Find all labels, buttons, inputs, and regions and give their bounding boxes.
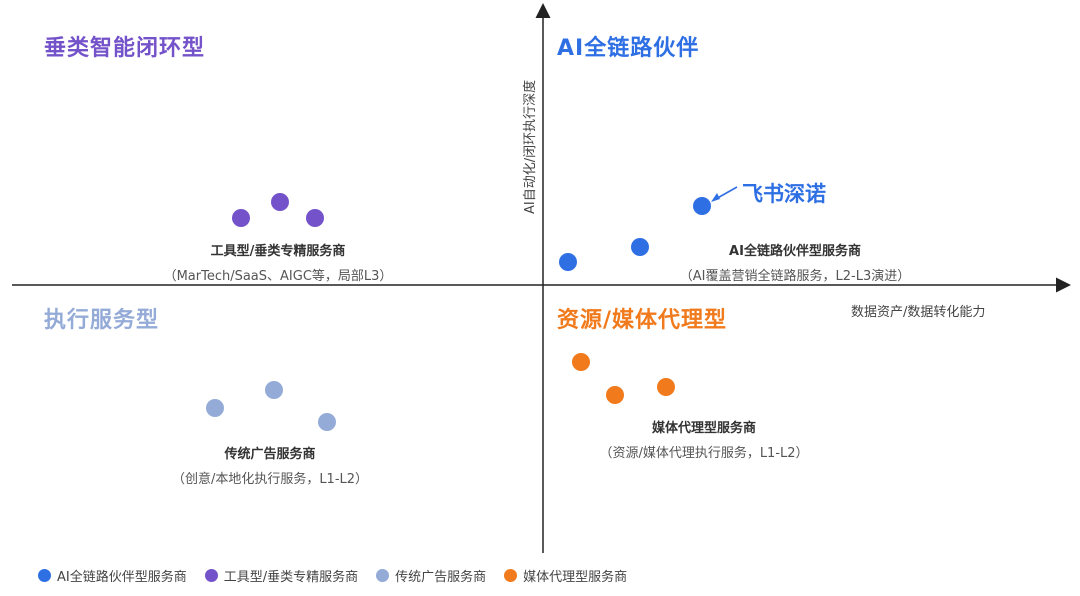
marker-tool-1 xyxy=(232,209,250,227)
marker-trad-3 xyxy=(318,413,336,431)
y-axis-label: AI自动化/闭环执行深度 xyxy=(523,79,538,214)
legend: AI全链路伙伴型服务商 工具型/垂类专精服务商 传统广告服务商 媒体代理型服务商 xyxy=(38,566,645,585)
marker-ai-1 xyxy=(559,253,577,271)
legend-swatch-media xyxy=(504,569,518,582)
marker-tool-2 xyxy=(271,193,289,211)
group-label-ai: AI全链路伙伴型服务商 （AI覆盖营销全链路服务，L2-L3演进） xyxy=(660,240,930,284)
group-name-trad: 传统广告服务商 xyxy=(224,447,316,462)
legend-label-tool: 工具型/垂类专精服务商 xyxy=(223,570,359,585)
group-name-media: 媒体代理型服务商 xyxy=(651,421,756,436)
quadrant-title-bottom-left: 执行服务型 xyxy=(44,308,160,333)
group-desc-trad: （创意/本地化执行服务，L1-L2） xyxy=(171,472,369,487)
legend-swatch-ai xyxy=(38,569,51,582)
group-name-ai: AI全链路伙伴型服务商 xyxy=(729,244,861,259)
quadrant-title-top-right: AI全链路伙伴 xyxy=(557,36,700,61)
legend-item-trad: 传统广告服务商 xyxy=(376,566,486,585)
marker-media-2 xyxy=(606,386,624,404)
marker-media-1 xyxy=(572,353,590,371)
group-label-trad: 传统广告服务商 （创意/本地化执行服务，L1-L2） xyxy=(140,443,400,487)
group-desc-tool: （MarTech/SaaS、AIGC等，局部L3） xyxy=(163,269,393,284)
marker-group xyxy=(206,193,711,431)
marker-media-3 xyxy=(657,378,675,396)
legend-item-media: 媒体代理型服务商 xyxy=(504,566,627,585)
marker-feishu xyxy=(693,197,711,215)
marker-ai-2 xyxy=(631,238,649,256)
group-name-tool: 工具型/垂类专精服务商 xyxy=(210,244,346,259)
callout-arrowhead xyxy=(711,193,720,202)
quadrant-title-bottom-right: 资源/媒体代理型 xyxy=(557,308,728,333)
feishu-shennuo-callout: 飞书深诺 xyxy=(742,182,826,206)
legend-label-ai: AI全链路伙伴型服务商 xyxy=(57,570,187,585)
group-desc-media: （资源/媒体代理执行服务，L1-L2） xyxy=(599,446,809,461)
legend-label-media: 媒体代理型服务商 xyxy=(523,570,628,585)
marker-trad-2 xyxy=(265,381,283,399)
x-axis-label: 数据资产/数据转化能力 xyxy=(851,305,986,320)
quadrant-title-top-left: 垂类智能闭环型 xyxy=(44,36,206,61)
marker-tool-3 xyxy=(306,209,324,227)
legend-label-trad: 传统广告服务商 xyxy=(395,570,487,585)
marker-trad-1 xyxy=(206,399,224,417)
legend-swatch-trad xyxy=(376,569,390,582)
legend-item-tool: 工具型/垂类专精服务商 xyxy=(204,566,359,585)
group-label-tool: 工具型/垂类专精服务商 （MarTech/SaaS、AIGC等，局部L3） xyxy=(148,240,408,284)
group-label-media: 媒体代理型服务商 （资源/媒体代理执行服务，L1-L2） xyxy=(574,417,834,461)
legend-item-ai: AI全链路伙伴型服务商 xyxy=(38,566,187,585)
group-desc-ai: （AI覆盖营销全链路服务，L2-L3演进） xyxy=(679,269,911,284)
legend-swatch-tool xyxy=(204,569,218,582)
